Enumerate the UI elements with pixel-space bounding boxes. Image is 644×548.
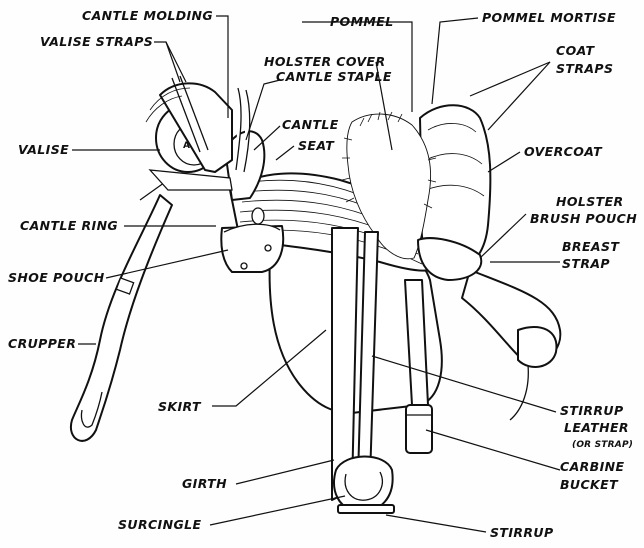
- label-crupper: CRUPPER: [8, 336, 77, 351]
- label-pommel-mortise: POMMEL MORTISE: [482, 10, 616, 25]
- label-seat: SEAT: [298, 138, 335, 153]
- label-cantle-staple: CANTLE STAPLE: [276, 69, 392, 84]
- label-stirrup-leather-3: (OR STRAP): [572, 440, 634, 450]
- breast-strap-shape: [461, 269, 562, 421]
- label-shoe-pouch: SHOE POUCH: [8, 270, 105, 285]
- label-carbine-bucket-1: CARBINE: [560, 459, 625, 474]
- label-stirrup: STIRRUP: [490, 525, 554, 540]
- label-carbine-bucket-2: BUCKET: [560, 477, 619, 492]
- stirrup-shape: [333, 455, 395, 514]
- label-valise: VALISE: [18, 142, 70, 157]
- label-valise-straps: VALISE STRAPS: [40, 34, 154, 49]
- shoe-pouch-shape: [220, 223, 285, 273]
- label-holster-cover: HOLSTER COVER: [264, 54, 386, 69]
- cantle-ring-shape: [251, 207, 265, 225]
- label-cantle-molding: CANTLE MOLDING: [82, 8, 214, 23]
- holster-cover-shape: [341, 111, 437, 260]
- carbine-bucket-shape: [404, 279, 433, 454]
- label-girth: GIRTH: [182, 476, 227, 491]
- label-overcoat: OVERCOAT: [524, 144, 603, 159]
- pointer-lines: [72, 15, 561, 533]
- label-pommel: POMMEL: [330, 14, 394, 29]
- cantle-shape: [224, 87, 266, 201]
- label-breast-strap-1: BREAST: [562, 239, 620, 254]
- label-stirrup-leather-2: LEATHER: [564, 420, 629, 435]
- label-stirrup-leather-1: STIRRUP: [560, 403, 624, 418]
- label-cantle: CANTLE: [282, 117, 339, 132]
- crupper-shape: [69, 179, 183, 442]
- label-coat-straps-1: COAT: [556, 43, 595, 58]
- label-holster-brush-pouch-1: HOLSTER: [556, 194, 624, 209]
- holster-brush-pouch-shape: [417, 237, 483, 281]
- label-skirt: SKIRT: [158, 399, 201, 414]
- label-cantle-ring: CANTLE RING: [20, 218, 119, 233]
- label-coat-straps-2: STRAPS: [556, 61, 614, 76]
- label-breast-strap-2: STRAP: [562, 256, 610, 271]
- label-holster-brush-pouch-2: BRUSH POUCH: [530, 211, 638, 226]
- label-surcingle: SURCINGLE: [118, 517, 202, 532]
- valise-shape: AT: [145, 75, 233, 191]
